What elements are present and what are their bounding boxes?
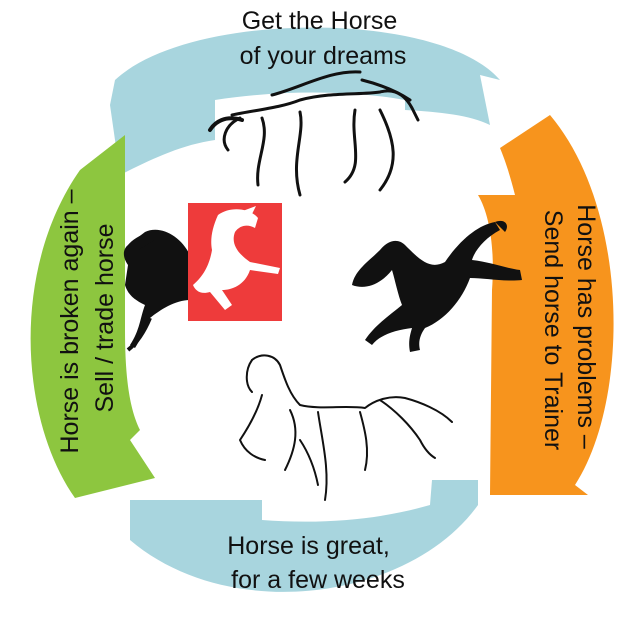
jumping-horse-left-icon	[123, 229, 190, 352]
step-1-label: Get the Horse of your dreams	[240, 7, 407, 70]
step-2-label-group: Horse has problems – Send horse to Train…	[539, 204, 600, 456]
step-3-label: Horse is great, for a few weeks	[227, 532, 405, 594]
step-3-line-2: for a few weeks	[231, 566, 405, 594]
horse-logo-icon	[188, 203, 282, 321]
cycle-segment-left	[30, 135, 155, 498]
jumping-horse-black-icon	[352, 220, 522, 352]
running-horse-sketch-icon	[239, 354, 453, 501]
cycle-segment-bottom	[130, 480, 478, 592]
cycle-segment-top	[110, 27, 500, 175]
step-1-line-2: of your dreams	[240, 42, 407, 70]
step-1-line-1: Get the Horse	[242, 7, 398, 35]
cycle-segment-right	[478, 115, 614, 495]
step-3-line-1: Horse is great,	[227, 532, 390, 560]
step-4-label: Horse is broken again – Sell / trade hor…	[56, 183, 119, 454]
step-4-line-2: Sell / trade horse	[91, 224, 119, 413]
step-2-line-2: Send horse to Trainer	[539, 210, 567, 450]
step-2-line-1: Horse has problems –	[572, 204, 600, 449]
step-4-line-1: Horse is broken again –	[56, 189, 84, 453]
step-4-label-group: Horse is broken again – Sell / trade hor…	[56, 183, 119, 454]
galloping-horse-outline-icon	[208, 70, 420, 197]
step-2-label: Horse has problems – Send horse to Train…	[539, 204, 600, 456]
